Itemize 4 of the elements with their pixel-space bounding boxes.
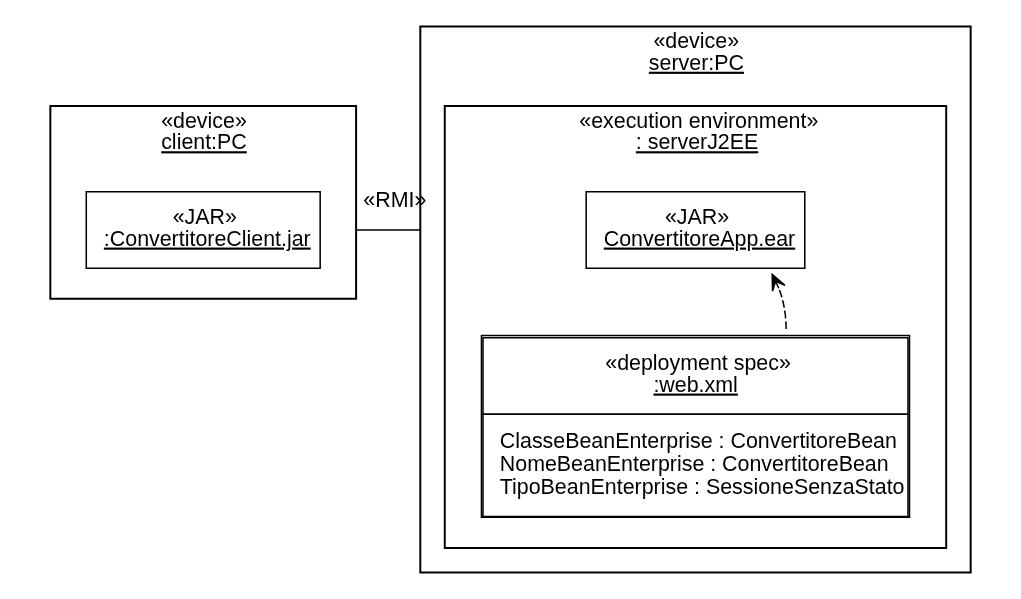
arrow (771, 273, 787, 330)
node-box: «JAR» :ConvertitoreClient.jar (85, 190, 321, 269)
node-box: «JAR» ConvertitoreApp.ear (585, 190, 806, 269)
connector (355, 229, 422, 231)
